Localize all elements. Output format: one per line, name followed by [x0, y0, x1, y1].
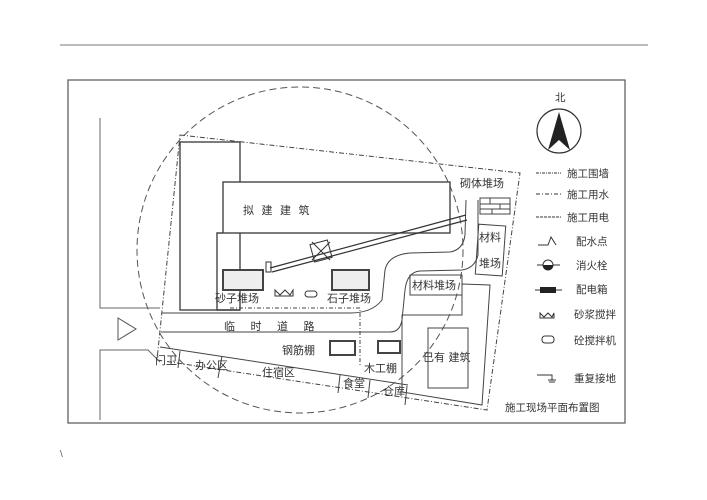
label-sand-yard: 砂子堆场: [215, 291, 259, 305]
concrete-mixer-icon: [541, 335, 555, 344]
legend-label: 配水点: [576, 236, 608, 248]
existing-site: [401, 283, 491, 406]
legend: 施工围墙 施工用水 施工用电 配水点 消火栓 配电箱 砂浆搅拌 砼搅拌机 重复接…: [535, 167, 616, 385]
temp-facilities: [159, 346, 409, 406]
label-canteen: 食堂: [343, 376, 365, 390]
water-point-icon: [538, 235, 557, 246]
existing-building: [427, 327, 469, 389]
legend-label: 消火栓: [576, 259, 608, 272]
legend-label: 配电箱: [576, 283, 608, 296]
diagram-title: 施工现场平面布置图: [505, 401, 600, 414]
brick-pattern: [480, 198, 510, 214]
mortar-mixer-icon: [274, 288, 294, 297]
legend-label: 施工围墙: [567, 167, 609, 180]
legend-label: 砼搅拌机: [574, 334, 616, 347]
label-temp-road: 临 时 道 路: [224, 319, 321, 333]
legend-label: 施工用电: [567, 211, 609, 224]
label-carpentry-shed: 木工棚: [364, 361, 397, 375]
mortar-mixer-icon: [539, 311, 555, 319]
label-existing-building: 已有 建筑: [423, 350, 471, 364]
crane-radius: [136, 86, 464, 414]
concrete-mixer-icon: [304, 290, 318, 298]
label-material-yard-2a: 材料: [479, 230, 501, 244]
fire-hydrant-icon: [537, 259, 560, 271]
label-guard: 门卫: [155, 353, 177, 367]
north-label: 北: [555, 92, 566, 104]
legend-label: 砂浆搅拌: [574, 308, 616, 321]
label-material-yard: 材料堆场: [412, 278, 456, 292]
streets: [99, 118, 161, 420]
label-masonry-yard: 砌体堆场: [460, 176, 504, 190]
distribution-box-icon: [535, 287, 562, 293]
label-dormitory: 住宿区: [262, 365, 295, 379]
sand-yard: [222, 269, 264, 291]
water-line: [230, 307, 361, 365]
label-material-yard-2b: 堆场: [479, 256, 501, 270]
compass-icon: [536, 108, 582, 154]
stone-yard: [331, 269, 370, 291]
masonry-yard-icon: [479, 197, 511, 215]
label-office: 办公区: [195, 359, 228, 372]
rebar-shed: [329, 340, 356, 356]
carpentry-shed: [377, 340, 401, 354]
legend-label: 重复接地: [574, 372, 616, 385]
legend-label: 施工用水: [567, 188, 609, 201]
tower-crane: [265, 214, 468, 273]
label-rebar-shed: 钢筋棚: [282, 343, 315, 357]
material-yard-box-2: [474, 223, 507, 277]
site-fence: [156, 134, 521, 411]
label-stone-yard: 石子堆场: [327, 291, 371, 305]
entrance-arrow-icon: [117, 317, 137, 341]
label-warehouse: 仓库: [383, 384, 405, 398]
label-proposed-building: 拟 建 建 筑: [243, 203, 312, 217]
proposed-building: [179, 141, 451, 311]
stray-mark: \: [60, 449, 63, 458]
grounding-icon: [537, 374, 556, 383]
frame: [67, 79, 626, 424]
